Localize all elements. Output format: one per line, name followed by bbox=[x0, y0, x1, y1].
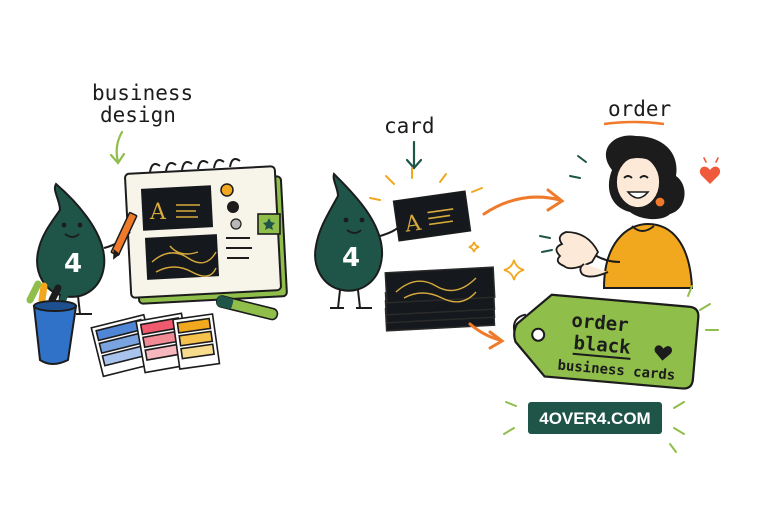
mascot-middle-number: 4 bbox=[342, 243, 360, 273]
label-design-word: design bbox=[100, 103, 176, 127]
label-card: card bbox=[384, 114, 435, 138]
tag-heart-icon bbox=[654, 345, 673, 361]
pencil-icon bbox=[110, 211, 138, 260]
website-badge: 4OVER4.COM bbox=[528, 402, 662, 434]
card-letter: A bbox=[149, 200, 167, 225]
order-tag: order black business cards bbox=[512, 293, 700, 390]
swatch-black bbox=[227, 201, 239, 213]
arrow-down-icon-card bbox=[405, 140, 423, 170]
arrow-icon-to-tag bbox=[468, 322, 505, 350]
marker-icon bbox=[215, 295, 279, 321]
heart-icon bbox=[699, 166, 721, 184]
held-card: A bbox=[392, 190, 472, 242]
swatch-yellow bbox=[220, 183, 234, 197]
label-order: order bbox=[608, 97, 671, 121]
card-stack bbox=[384, 266, 496, 332]
pen-cup bbox=[26, 280, 78, 365]
arrow-icon-to-order bbox=[482, 188, 565, 216]
mascot-number: 4 bbox=[64, 249, 82, 279]
mascot-middle: 4 bbox=[314, 172, 401, 309]
design-card-black: A bbox=[140, 185, 214, 231]
tag-line-1: order bbox=[571, 310, 630, 337]
sparkle-lines bbox=[369, 167, 483, 201]
color-swatches bbox=[90, 312, 221, 378]
order-underline bbox=[603, 120, 665, 126]
badge-sparkle-lines bbox=[503, 401, 685, 453]
motion-lines bbox=[539, 155, 587, 253]
tag-sparkle-lines bbox=[687, 285, 719, 331]
arrow-down-icon bbox=[109, 130, 126, 165]
star-icon bbox=[263, 218, 275, 230]
badge-text: 4OVER4.COM bbox=[539, 409, 650, 428]
notebook: A bbox=[124, 158, 288, 305]
swatch-grey bbox=[230, 218, 242, 230]
label-business-word: business bbox=[92, 81, 193, 105]
label-business-design: business design bbox=[92, 81, 193, 127]
woman-figure bbox=[555, 135, 694, 289]
design-card-pattern bbox=[144, 234, 220, 280]
sparkle-icon bbox=[468, 241, 525, 281]
held-card-letter: A bbox=[402, 211, 423, 238]
